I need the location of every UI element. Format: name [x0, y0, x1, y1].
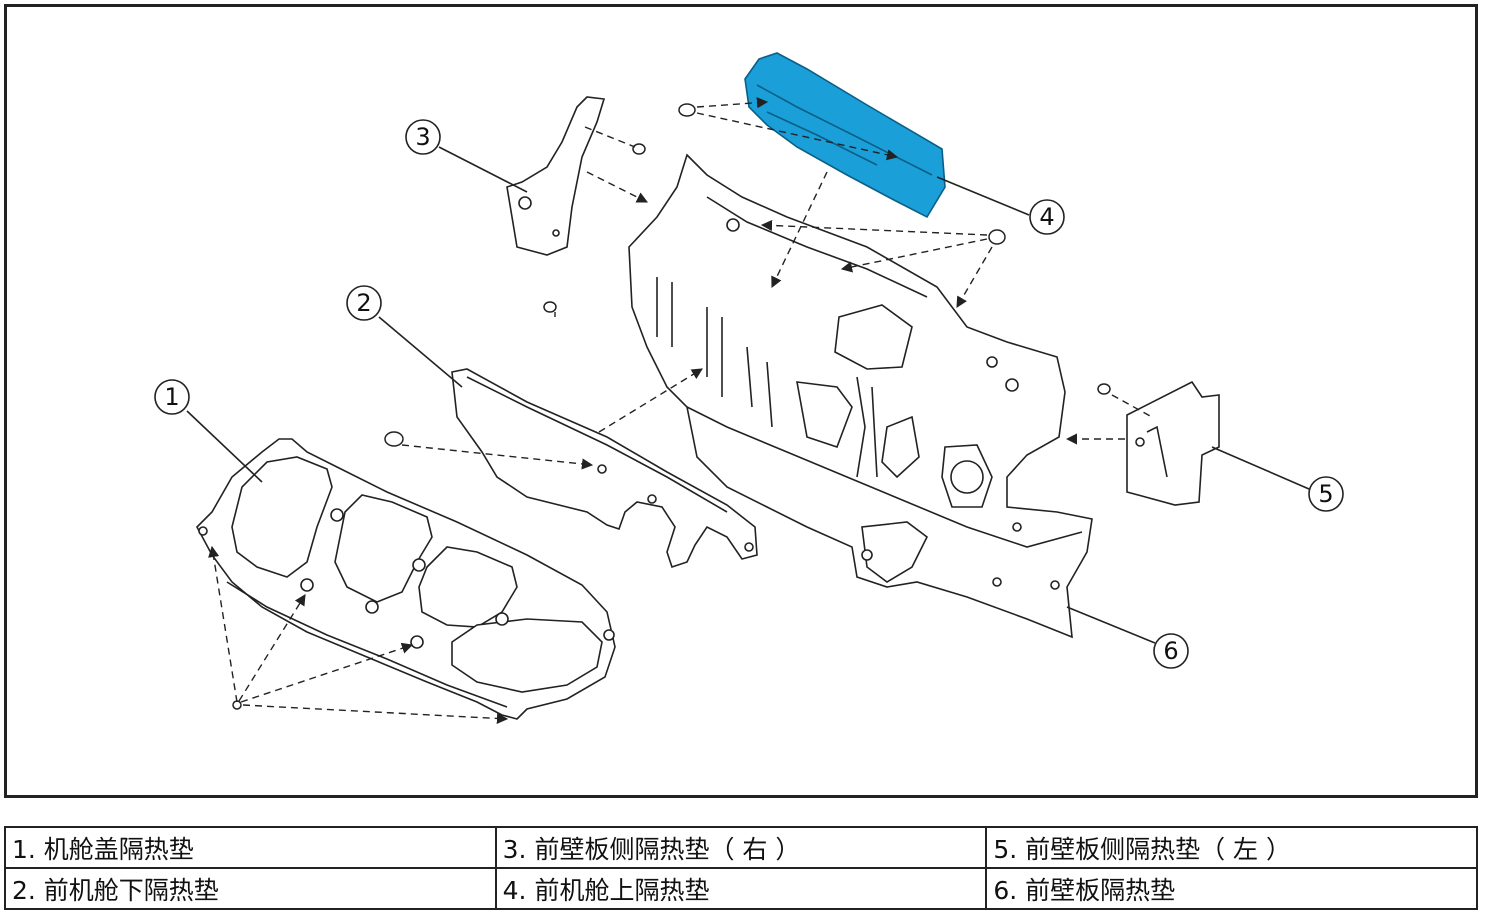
svg-text:6: 6: [1163, 637, 1178, 665]
legend-row: 2. 前机舱下隔热垫 4. 前机舱上隔热垫 6. 前壁板隔热垫: [4, 867, 1478, 910]
legend-cell: 5. 前壁板侧隔热垫（ 左 ）: [985, 826, 1478, 869]
legend-cell: 6. 前壁板隔热垫: [985, 867, 1478, 910]
legend-cell: 3. 前壁板侧隔热垫（ 右 ）: [494, 826, 988, 869]
callout-2: 2: [346, 285, 382, 321]
legend-cell: 2. 前机舱下隔热垫: [4, 867, 497, 910]
exploded-diagram-frame: 1 2 3 4 5 6: [4, 4, 1478, 798]
part-3-dash-side-insulator-right: [506, 96, 606, 256]
svg-text:5: 5: [1318, 480, 1333, 508]
part-2-lower-compartment-insulator: [451, 368, 758, 569]
svg-text:4: 4: [1039, 203, 1054, 231]
svg-text:3: 3: [415, 123, 430, 151]
svg-text:1: 1: [164, 383, 179, 411]
part-6-dash-panel-insulator: [628, 153, 1093, 639]
legend-row: 1. 机舱盖隔热垫 3. 前壁板侧隔热垫（ 右 ） 5. 前壁板侧隔热垫（ 左 …: [4, 826, 1478, 869]
callout-6: 6: [1153, 633, 1189, 669]
callout-4: 4: [1029, 199, 1065, 235]
part-5-dash-side-insulator-left: [1126, 380, 1220, 506]
callout-1: 1: [154, 379, 190, 415]
leader-lines: [186, 146, 1310, 644]
exploded-diagram: 1 2 3 4 5 6: [154, 52, 1344, 725]
callout-3: 3: [405, 119, 441, 155]
part-1-hood-insulator: [196, 438, 616, 720]
legend-cell: 4. 前机舱上隔热垫: [494, 867, 988, 910]
parts-legend-table: 1. 机舱盖隔热垫 3. 前壁板侧隔热垫（ 右 ） 5. 前壁板侧隔热垫（ 左 …: [4, 826, 1478, 910]
fastener-clip-icon: [232, 103, 1111, 710]
legend-cell: 1. 机舱盖隔热垫: [4, 826, 497, 869]
assembly-lines: [208, 97, 1153, 725]
part-4-upper-compartment-insulator: [744, 52, 946, 219]
svg-text:2: 2: [356, 289, 371, 317]
callout-5: 5: [1308, 476, 1344, 512]
